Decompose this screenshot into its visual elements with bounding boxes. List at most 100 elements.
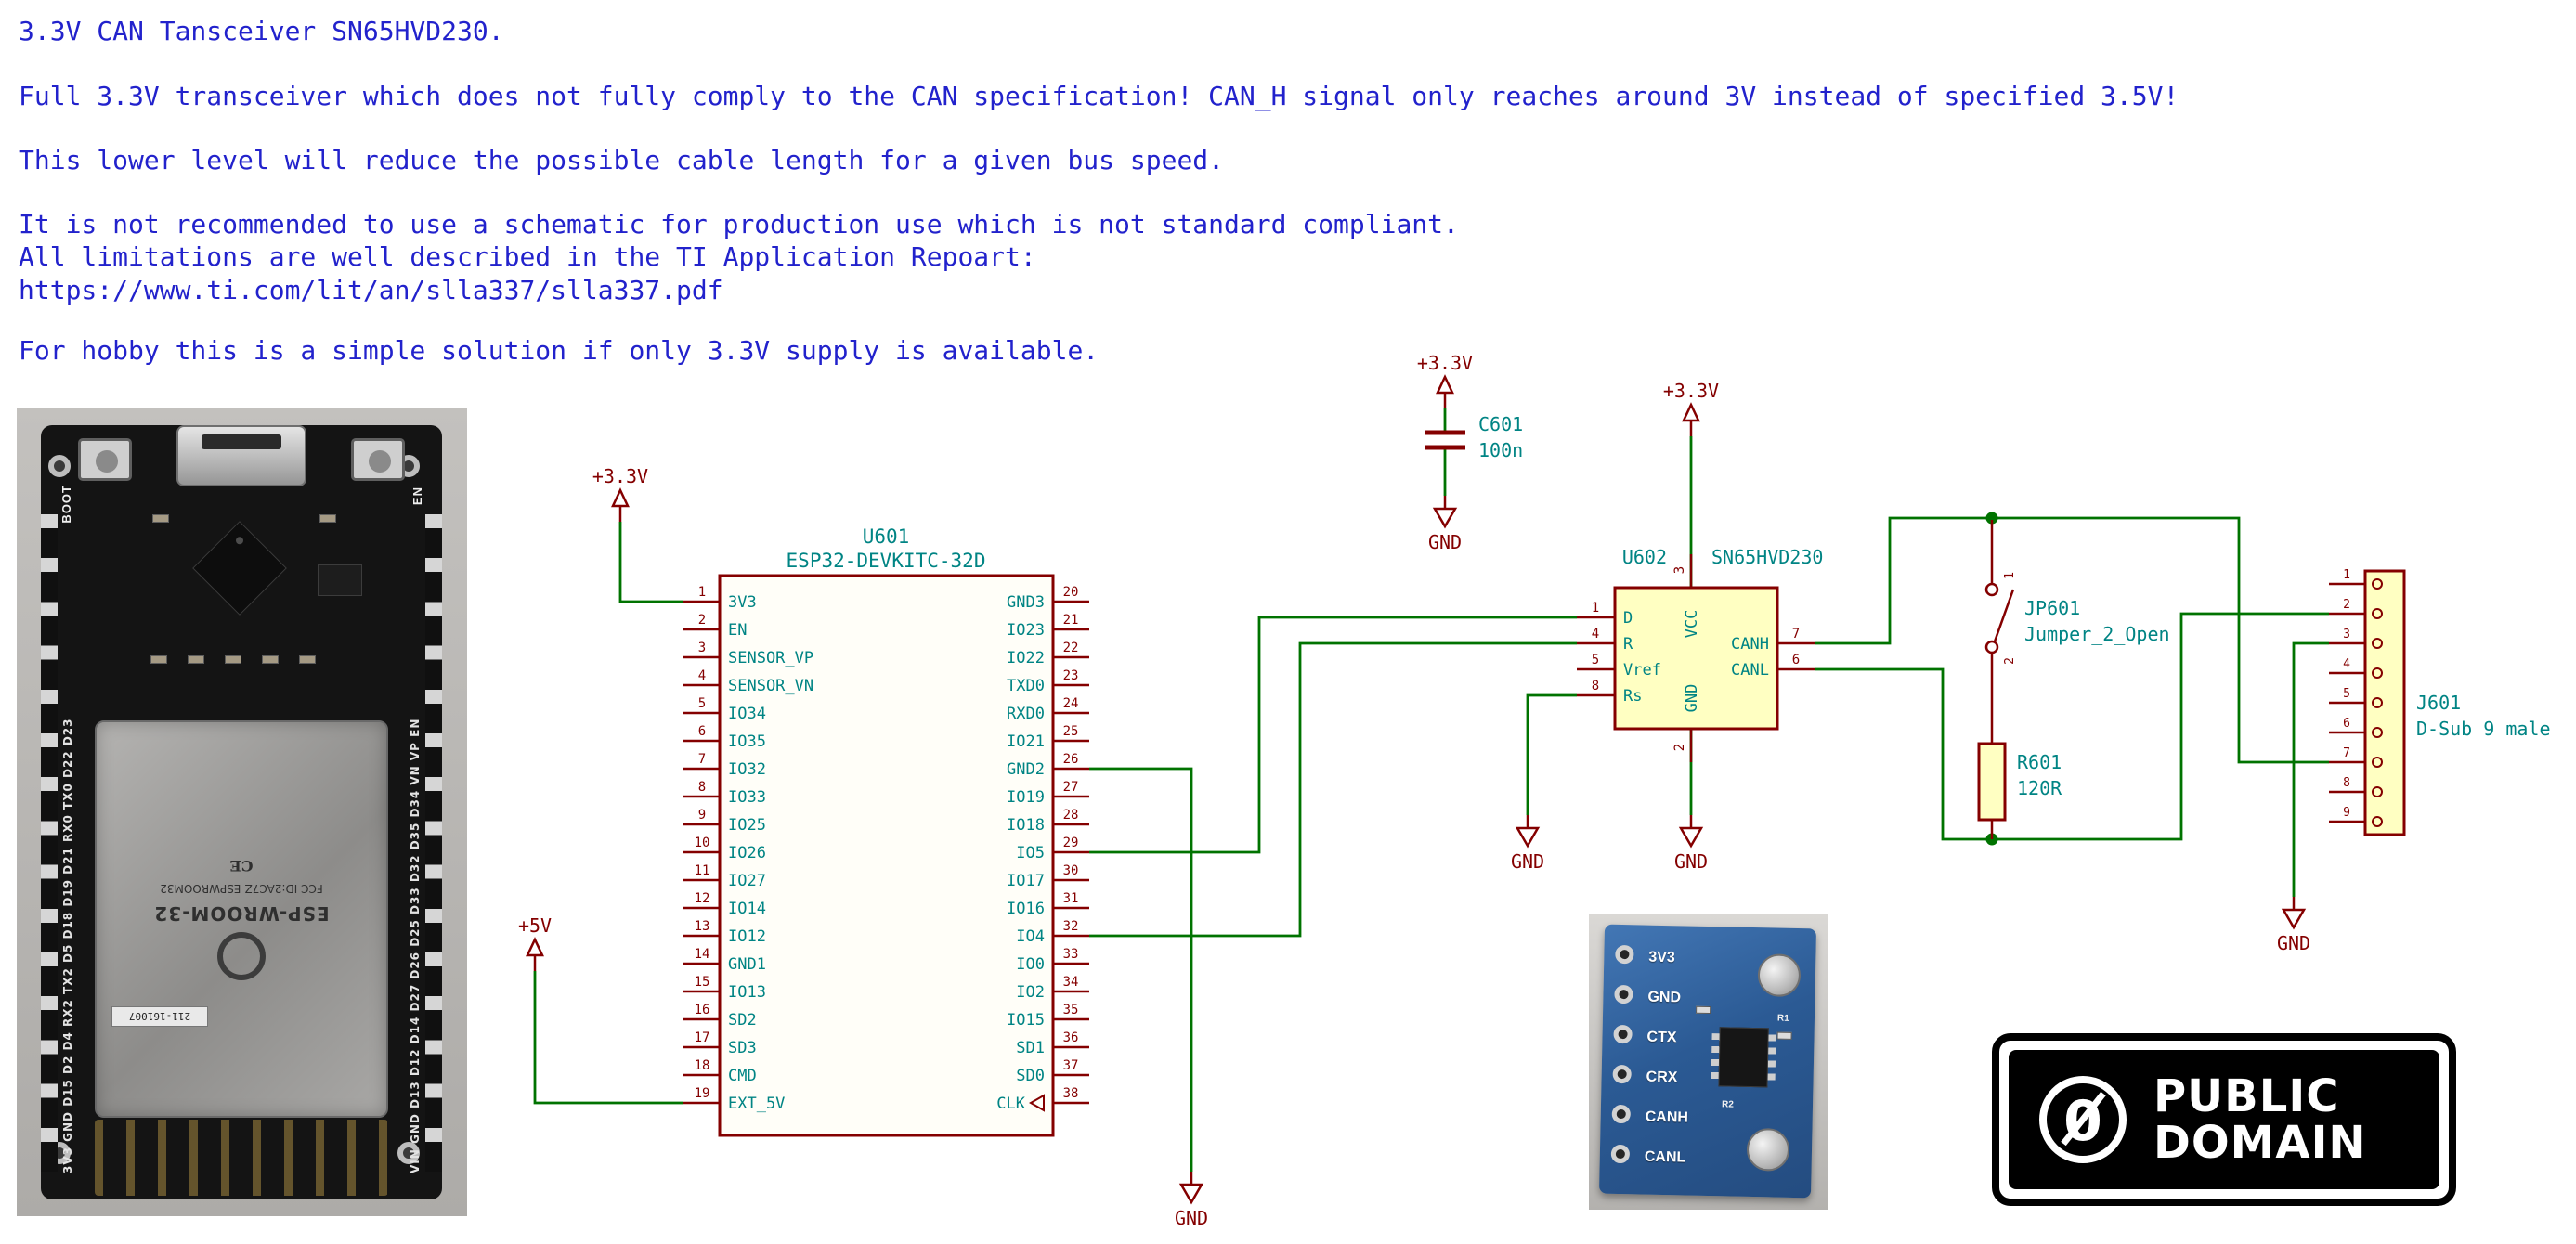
power-label: +3.3V — [1663, 380, 1719, 402]
power-arrow-icon — [1682, 402, 1700, 422]
micro-usb-connector — [176, 425, 306, 486]
pin-number: 25 — [1063, 724, 1079, 739]
pin-silkscreen-left: 3V3 GND D15 D2 D4 RX2 TX2 D5 D18 D19 D21… — [61, 718, 74, 1173]
pin-name: IO4 — [1016, 927, 1045, 946]
wire-canl — [1815, 612, 2329, 841]
pin-name: IO12 — [728, 927, 766, 946]
u601-ref: U601 — [863, 525, 910, 548]
jp601-ref: JP601 — [2024, 597, 2080, 619]
j601-pin-circle — [2372, 638, 2383, 649]
wire-canh — [1815, 516, 2329, 764]
gnd-label: GND — [1511, 850, 1544, 873]
pin-name: TXD0 — [1007, 677, 1045, 695]
public-domain-badge-inner: 0 PUBLIC DOMAIN — [2009, 1050, 2439, 1189]
power-label: +3.3V — [1417, 352, 1473, 374]
pin-number: 27 — [1063, 780, 1079, 795]
pin-number: 38 — [1063, 1086, 1079, 1101]
module-pin-row: 3V3 — [1615, 944, 1675, 973]
pin-number: 3 — [698, 641, 706, 655]
j601-pin-circle — [2372, 667, 2383, 679]
pin-number: 23 — [1063, 668, 1079, 683]
pin-name: IO21 — [1007, 732, 1045, 751]
metal-standoff — [1746, 1127, 1790, 1172]
serial-sticker: 211-161007 — [111, 1006, 208, 1027]
gnd-arrow-icon — [1515, 826, 1541, 849]
plated-hole — [1615, 944, 1634, 965]
pin-number: 1 — [2343, 568, 2350, 582]
pin-name: IO33 — [728, 788, 766, 807]
pin-name: IO17 — [1007, 872, 1045, 890]
pin-number: 24 — [1063, 696, 1079, 711]
pin-number: 30 — [1063, 863, 1079, 878]
pin-number: 31 — [1063, 891, 1079, 906]
gnd-label: GND — [1674, 850, 1708, 873]
jp601-contact — [1984, 640, 1999, 654]
pin-number: 6 — [1792, 653, 1800, 667]
j601-pin-circle — [2372, 816, 2383, 827]
metal-standoff — [1757, 953, 1802, 998]
pin-number: 4 — [698, 668, 706, 683]
pin-name: IO34 — [728, 705, 766, 723]
j601-value: D-Sub 9 male — [2416, 718, 2551, 740]
pin-number: 36 — [1063, 1030, 1079, 1045]
wire-io5-to-d — [1089, 616, 1577, 854]
gnd-label: GND — [1175, 1207, 1208, 1229]
j601-body — [2363, 569, 2406, 836]
pin-name: IO16 — [1007, 900, 1045, 918]
pin-number: 19 — [695, 1086, 710, 1101]
esp32-board-photo: BOOT EN 3V3 GND D15 D2 D4 RX2 TX2 D5 D18… — [17, 408, 467, 1216]
pin-number: 1 — [1592, 601, 1599, 616]
mounting-hole — [397, 1142, 420, 1164]
can-module-photo: 3V3 GND CTX CRX CANH CANL R1 R2 — [1589, 914, 1828, 1210]
passive-component — [299, 655, 316, 664]
module-pin-row: CANL — [1610, 1144, 1685, 1173]
pin-name: EXT_5V — [728, 1095, 785, 1113]
pin-name: IO14 — [728, 900, 766, 918]
gnd-arrow-icon — [1432, 507, 1458, 529]
esp-wroom-32-shield: ESP-WROOM-32 FCC ID:2AC7Z-ESPWROOM32 CE … — [95, 720, 388, 1118]
pin-number: 13 — [695, 919, 710, 934]
pin-number: 14 — [695, 947, 710, 962]
c601-value: 100n — [1478, 439, 1523, 461]
module-pin-row: CANH — [1611, 1104, 1688, 1133]
power-arrow-icon — [526, 937, 544, 957]
pin-name: EN — [728, 621, 747, 640]
pin-name: IO26 — [728, 844, 766, 862]
pcb-antenna — [95, 1120, 388, 1196]
pin-name: IO35 — [728, 732, 766, 751]
pin-name: SD3 — [728, 1039, 757, 1057]
pin-number: 29 — [1063, 836, 1079, 850]
pin-number: 22 — [1063, 641, 1079, 655]
j601-pin-circle — [2372, 727, 2383, 738]
pin-number: 8 — [1592, 679, 1599, 693]
pin-name: SD0 — [1016, 1067, 1045, 1085]
plated-hole — [1613, 1024, 1633, 1044]
pin-number: 5 — [1592, 653, 1599, 667]
pin-name: VCC — [1683, 610, 1701, 639]
public-domain-line1: PUBLIC — [2153, 1069, 2340, 1122]
r601-body — [1977, 742, 2007, 822]
pin-name: IO27 — [728, 872, 766, 890]
pin-number: 2 — [1672, 744, 1687, 751]
pin-number: 11 — [695, 863, 710, 878]
pin-number: 6 — [698, 724, 706, 739]
note-recommend: It is not recommended to use a schematic… — [19, 209, 1459, 240]
pin-name: Vref — [1623, 661, 1661, 680]
module-name-print: ESP-WROOM-32 — [153, 902, 330, 926]
pin-number: 17 — [695, 1030, 710, 1045]
pin-silkscreen-right: VIN GND D13 D12 D14 D27 D26 D25 D33 D32 … — [409, 718, 422, 1173]
pin-name: D — [1623, 609, 1633, 628]
pin-name: R — [1623, 635, 1633, 654]
module-pin-label: CTX — [1646, 1029, 1677, 1046]
jp601-value: Jumper_2_Open — [2024, 623, 2170, 645]
gnd-label: GND — [1428, 531, 1462, 553]
can-module-pcb: 3V3 GND CTX CRX CANH CANL R1 R2 — [1598, 924, 1817, 1199]
c601-ref: C601 — [1478, 413, 1523, 435]
pin-number: 9 — [2343, 806, 2350, 820]
pin-number: 33 — [1063, 947, 1079, 962]
pin-number: 7 — [698, 752, 706, 767]
pin-name: CMD — [728, 1067, 757, 1085]
pin-name: IO32 — [728, 760, 766, 779]
pin-number: 21 — [1063, 613, 1079, 628]
gnd-label: GND — [2277, 932, 2310, 954]
